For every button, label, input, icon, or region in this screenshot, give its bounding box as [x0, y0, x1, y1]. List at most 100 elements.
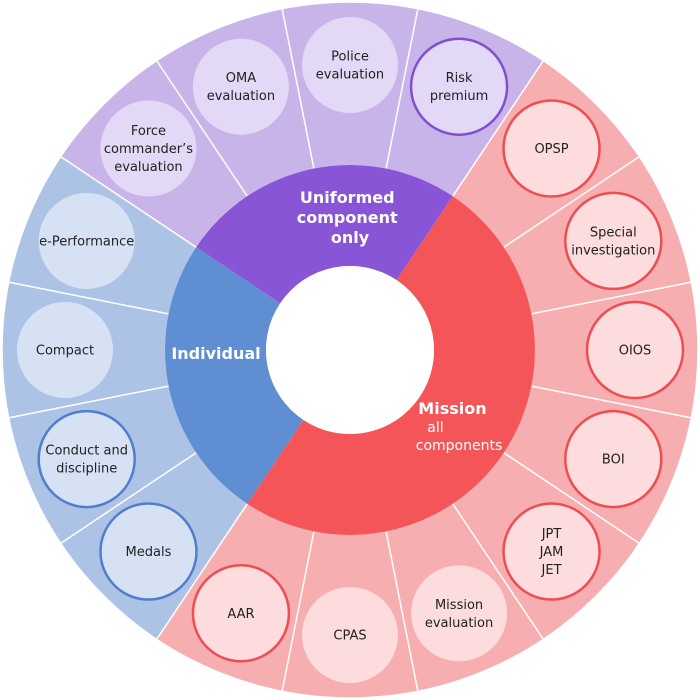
- item-label-line: AAR: [227, 607, 254, 622]
- item-conduct-and-discipline: Conduct and discipline: [37, 409, 136, 509]
- segment-divider: [452, 503, 546, 642]
- inner-sector-blue: [164, 247, 304, 504]
- item-boi: BOI: [564, 409, 663, 509]
- item-label-line: OMA: [226, 71, 256, 86]
- segment-divider: [280, 531, 315, 694]
- item-label-line: JET: [541, 563, 562, 578]
- segment-divider: [385, 531, 420, 694]
- item-label-line: OIOS: [619, 344, 652, 359]
- item-circle: [564, 191, 663, 291]
- item-label: Police evaluation: [316, 50, 384, 83]
- item-label: e-Performance: [39, 234, 134, 249]
- item-label-line: Force: [131, 124, 166, 139]
- item-circle: [37, 409, 136, 509]
- segment-divider: [385, 6, 420, 169]
- item-label-line: e-Performance: [39, 234, 134, 249]
- item-label: AAR: [227, 607, 254, 622]
- item-label: OPSP: [534, 142, 568, 157]
- inner-sector-purple: [196, 165, 453, 304]
- item-circle: [585, 300, 685, 400]
- item-label-line: premium: [430, 89, 489, 104]
- segment-divider: [531, 280, 694, 315]
- item-circle: [99, 502, 198, 601]
- segment-divider: [6, 385, 169, 420]
- segment-divider: [503, 452, 642, 546]
- item-oma-evaluation: OMA evaluation: [192, 38, 289, 135]
- segment-divider: [503, 154, 642, 248]
- segment-divider: [154, 503, 248, 642]
- item-label: Risk premium: [430, 71, 489, 104]
- item-label-line: Conduct and: [45, 444, 128, 459]
- item-circle: [191, 564, 291, 663]
- item-police-evaluation: Police evaluation: [302, 17, 398, 113]
- item-label-line: Compact: [36, 344, 94, 359]
- segment-divider: [58, 154, 197, 248]
- item-label-line: Mission: [435, 598, 483, 613]
- item-risk-premium: Risk premium: [409, 37, 509, 136]
- item-circle: [302, 587, 398, 683]
- item-cpas: CPAS: [302, 587, 398, 683]
- item-label-line: Medals: [126, 545, 172, 560]
- inner-ring: [164, 165, 535, 535]
- item-circle: [100, 100, 197, 197]
- item-label-line: JAM: [539, 545, 564, 560]
- item-label: BOI: [602, 453, 625, 468]
- segment-divider: [58, 452, 197, 546]
- inner-sector-red: [247, 196, 535, 535]
- item-label-line: discipline: [56, 462, 117, 477]
- segment-divider: [531, 385, 694, 420]
- item-medals: Medals: [99, 502, 198, 601]
- item-circle: [411, 565, 508, 662]
- item-label: JPT JAM JET: [539, 527, 564, 578]
- item-label-line: evaluation: [207, 89, 275, 104]
- item-label-line: BOI: [602, 453, 625, 468]
- item-label-line: CPAS: [333, 629, 366, 644]
- item-label-line: JPT: [541, 527, 562, 542]
- item-circle: [502, 502, 601, 601]
- item-label-line: commander’s: [104, 142, 193, 157]
- item-jpt-jam-jet: JPT JAM JET: [502, 502, 601, 601]
- item-label: CPAS: [333, 629, 366, 644]
- item-label-line: evaluation: [425, 616, 493, 631]
- item-label-line: Special: [590, 225, 637, 240]
- item-mission-evaluation: Mission evaluation: [411, 565, 508, 662]
- item-circle: [192, 38, 289, 135]
- item-label: Special investigation: [571, 225, 655, 258]
- item-oios: OIOS: [585, 300, 685, 400]
- item-force-commanders-evaluation: Force commander’s evaluation: [100, 100, 197, 197]
- item-e-performance: e-Performance: [38, 192, 135, 289]
- item-label: Compact: [36, 344, 94, 359]
- item-label: OIOS: [619, 344, 652, 359]
- item-label-line: investigation: [571, 243, 655, 258]
- item-label-line: Police: [331, 50, 369, 65]
- item-label-line: evaluation: [316, 68, 384, 83]
- segment-divider: [452, 58, 546, 197]
- item-label: Mission evaluation: [425, 598, 493, 631]
- item-circle: [302, 17, 398, 113]
- item-circle: [38, 192, 135, 289]
- inner-label-mission: Mission all components: [416, 399, 503, 454]
- segment-divider: [280, 6, 315, 169]
- item-label: Conduct and discipline: [45, 444, 128, 477]
- item-label-line: Risk: [446, 71, 473, 86]
- item-opsp: OPSP: [502, 99, 601, 198]
- segment-divider: [154, 58, 248, 197]
- item-label-line: OPSP: [534, 142, 568, 157]
- item-label: Force commander’s evaluation: [104, 124, 193, 175]
- center-hole: [266, 266, 434, 434]
- item-circle: [502, 99, 601, 198]
- item-label: Medals: [126, 545, 172, 560]
- item-circle: [409, 37, 509, 136]
- inner-label-uniformed: Uniformed component only: [297, 188, 403, 247]
- item-special-investigation: Special investigation: [564, 191, 663, 291]
- item-circle: [17, 302, 113, 398]
- item-circle: [564, 409, 663, 509]
- item-label-line: evaluation: [114, 160, 182, 175]
- item-compact: Compact: [17, 302, 113, 398]
- segment-divider: [6, 280, 169, 315]
- item-label: OMA evaluation: [207, 71, 275, 104]
